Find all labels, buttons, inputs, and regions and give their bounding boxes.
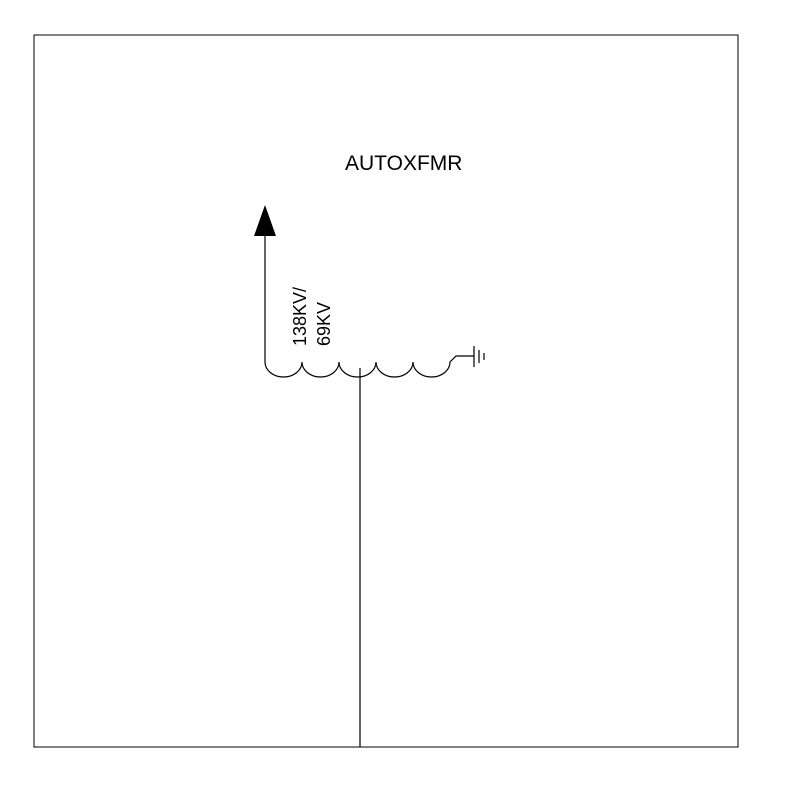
arrow-up-icon <box>254 205 276 362</box>
transformer-winding-coil <box>264 355 474 378</box>
diagram-title: AUTOXFMR <box>345 152 462 175</box>
arrowhead <box>254 205 276 236</box>
voltage-rating-label: 138KV/ 69KV <box>290 287 334 346</box>
voltage-rating-line2: 69KV <box>314 302 334 346</box>
ground-icon <box>473 346 485 367</box>
diagram-frame <box>33 34 739 748</box>
voltage-rating-line1: 138KV/ <box>290 287 310 346</box>
